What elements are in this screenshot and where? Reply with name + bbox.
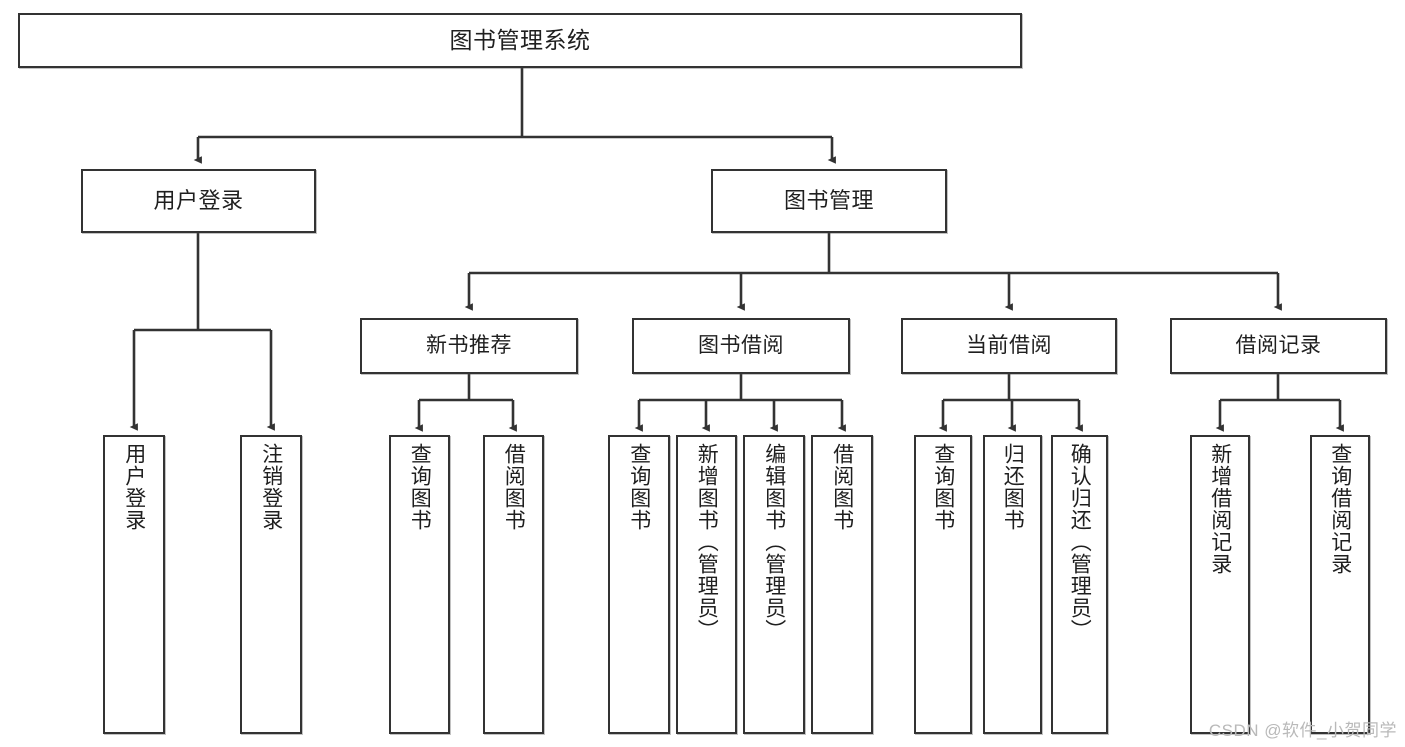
node-label: 查询借阅记录 bbox=[1328, 443, 1352, 575]
leaf-query-book-current[interactable]: 查询图书 bbox=[914, 435, 972, 734]
node-book-borrow[interactable]: 图书借阅 bbox=[632, 318, 850, 374]
node-current-borrow[interactable]: 当前借阅 bbox=[901, 318, 1117, 374]
leaf-borrow-book-borrow[interactable]: 借阅图书 bbox=[811, 435, 873, 734]
node-label: 新增借阅记录 bbox=[1208, 443, 1232, 575]
leaf-return-book[interactable]: 归还图书 bbox=[983, 435, 1042, 734]
node-label: 查询图书 bbox=[931, 443, 955, 531]
leaf-query-book-borrow[interactable]: 查询图书 bbox=[608, 435, 670, 734]
node-label: 新增图书（管理员） bbox=[695, 443, 719, 641]
leaf-logout-login[interactable]: 注销登录 bbox=[240, 435, 302, 734]
node-label: 图书管理系统 bbox=[449, 27, 591, 54]
node-book-management[interactable]: 图书管理 bbox=[711, 169, 947, 233]
leaf-user-login[interactable]: 用户登录 bbox=[103, 435, 165, 734]
node-label: 当前借阅 bbox=[966, 334, 1052, 358]
node-label: 新书推荐 bbox=[426, 334, 512, 358]
leaf-query-borrow-record[interactable]: 查询借阅记录 bbox=[1310, 435, 1370, 734]
node-borrow-record[interactable]: 借阅记录 bbox=[1170, 318, 1387, 374]
leaf-add-borrow-record[interactable]: 新增借阅记录 bbox=[1190, 435, 1250, 734]
node-label: 图书管理 bbox=[783, 187, 874, 213]
node-label: 注销登录 bbox=[259, 443, 283, 531]
node-label: 确认归还（管理员） bbox=[1068, 443, 1092, 641]
node-label: 用户登录 bbox=[122, 443, 146, 531]
node-label: 借阅图书 bbox=[830, 443, 854, 531]
node-label: 查询图书 bbox=[408, 443, 432, 531]
leaf-query-book-recommend[interactable]: 查询图书 bbox=[389, 435, 450, 734]
node-label: 编辑图书（管理员） bbox=[762, 443, 786, 641]
leaf-add-book-admin[interactable]: 新增图书（管理员） bbox=[676, 435, 737, 734]
node-user-login[interactable]: 用户登录 bbox=[81, 169, 316, 233]
node-label: 借阅图书 bbox=[502, 443, 526, 531]
node-label: 归还图书 bbox=[1001, 443, 1025, 531]
leaf-edit-book-admin[interactable]: 编辑图书（管理员） bbox=[743, 435, 805, 734]
node-label: 用户登录 bbox=[153, 187, 244, 213]
node-label: 查询图书 bbox=[627, 443, 651, 531]
node-label: 借阅记录 bbox=[1235, 334, 1322, 358]
node-root-book-management-system[interactable]: 图书管理系统 bbox=[18, 13, 1022, 68]
csdn-watermark: CSDN @软件_小贺同学 bbox=[1208, 721, 1397, 740]
leaf-confirm-return-admin[interactable]: 确认归还（管理员） bbox=[1051, 435, 1108, 734]
leaf-borrow-book-recommend[interactable]: 借阅图书 bbox=[483, 435, 544, 734]
node-new-book-recommend[interactable]: 新书推荐 bbox=[360, 318, 578, 374]
node-label: 图书借阅 bbox=[698, 334, 784, 358]
